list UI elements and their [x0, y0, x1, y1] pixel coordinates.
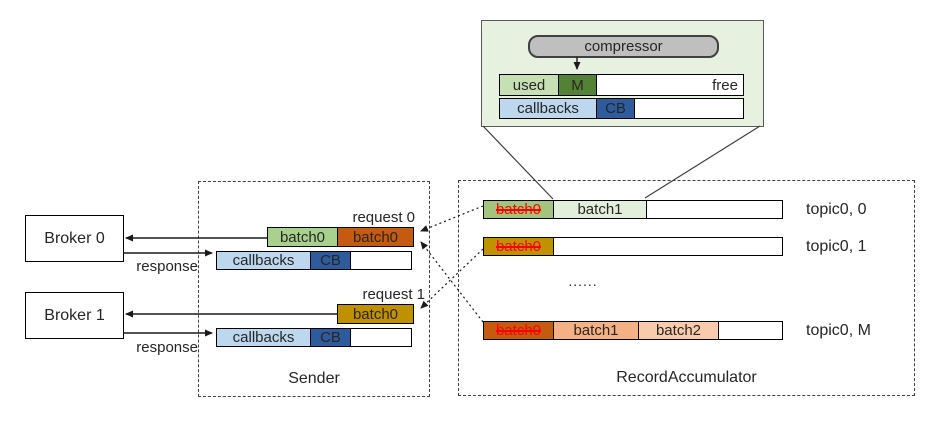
batch-cell: batch0 — [483, 321, 554, 340]
batch-cell: batch0 — [483, 200, 554, 219]
request-0-bar: batch0 batch0 — [267, 227, 414, 247]
callbacks-label: callbacks — [517, 100, 579, 117]
accumulator-row-1: batch0 — [483, 237, 783, 256]
cb-label: CB — [320, 329, 341, 346]
batch-label: batch2 — [655, 322, 702, 339]
batch-label-struck: batch0 — [495, 322, 542, 339]
inset-panel: compressor used M free callbacks CB — [481, 20, 764, 127]
response-label-1: response — [136, 339, 198, 356]
inset-callbacks-bar: callbacks CB — [499, 98, 744, 119]
callbacks-free-cell — [350, 328, 412, 347]
callbacks-label: callbacks — [232, 329, 295, 346]
free-cell: free — [596, 74, 744, 96]
callbacks-label: callbacks — [232, 252, 295, 269]
request-1-label: request 1 — [362, 286, 425, 303]
cb-cell: CB — [596, 98, 635, 119]
batch-label: batch0 — [352, 228, 399, 246]
batch-label-struck: batch0 — [495, 201, 542, 218]
record-accumulator-title: RecordAccumulator — [616, 369, 757, 386]
row-0-label: topic0, 0 — [806, 201, 867, 218]
batch-label: batch0 — [352, 305, 399, 323]
broker-1-label: Broker 1 — [44, 306, 105, 324]
batch-cell: batch0 — [483, 237, 554, 256]
free-space-cell — [718, 321, 783, 340]
cb-label: CB — [320, 252, 341, 269]
broker-0-box: Broker 0 — [25, 215, 124, 262]
batch-cell: batch1 — [553, 321, 639, 340]
request-1-bar: batch0 — [337, 304, 414, 324]
row-2-label: topic0, M — [806, 322, 871, 339]
m-cell: M — [558, 74, 597, 96]
response-label-0: response — [136, 258, 198, 275]
callbacks-cell: callbacks — [499, 98, 597, 119]
sender-title: Sender — [288, 370, 340, 387]
cb-cell: CB — [310, 251, 351, 270]
free-space-cell — [646, 200, 783, 219]
cb-cell: CB — [310, 328, 351, 347]
ellipsis-label: ...... — [568, 273, 598, 289]
buffer-bar: used M free — [499, 74, 744, 96]
callbacks-cell: callbacks — [216, 328, 311, 347]
m-label: M — [571, 76, 584, 94]
request-1-batch-gold: batch0 — [337, 304, 414, 324]
batch-label: batch1 — [573, 322, 619, 339]
batch-cell: batch1 — [553, 200, 647, 219]
batch-label-struck: batch0 — [495, 238, 542, 255]
broker-1-box: Broker 1 — [25, 292, 124, 339]
batch-label: batch0 — [279, 228, 326, 246]
inset-callbacks-free-cell — [634, 98, 744, 119]
batch-cell: batch2 — [638, 321, 719, 340]
callbacks-free-cell — [350, 251, 412, 270]
row-1-label: topic0, 1 — [806, 238, 867, 255]
request-0-batch-orange: batch0 — [337, 227, 414, 247]
request-0-label: request 0 — [352, 209, 415, 226]
compressor-label: compressor — [584, 38, 663, 55]
accumulator-row-2: batch0 batch1 batch2 — [483, 321, 783, 340]
compressor-box: compressor — [528, 35, 719, 58]
free-label: free — [712, 76, 738, 94]
used-cell: used — [499, 74, 559, 96]
sender-callbacks-bar-1: callbacks CB — [216, 328, 412, 347]
callbacks-cell: callbacks — [216, 251, 311, 270]
used-label: used — [512, 76, 546, 94]
cb-label: CB — [605, 100, 626, 117]
sender-callbacks-bar-0: callbacks CB — [216, 251, 412, 270]
request-0-batch-green: batch0 — [267, 227, 338, 247]
batch-label: batch1 — [577, 201, 623, 218]
broker-0-label: Broker 0 — [44, 229, 105, 247]
accumulator-row-0: batch0 batch1 — [483, 200, 783, 219]
free-space-cell — [553, 237, 783, 256]
